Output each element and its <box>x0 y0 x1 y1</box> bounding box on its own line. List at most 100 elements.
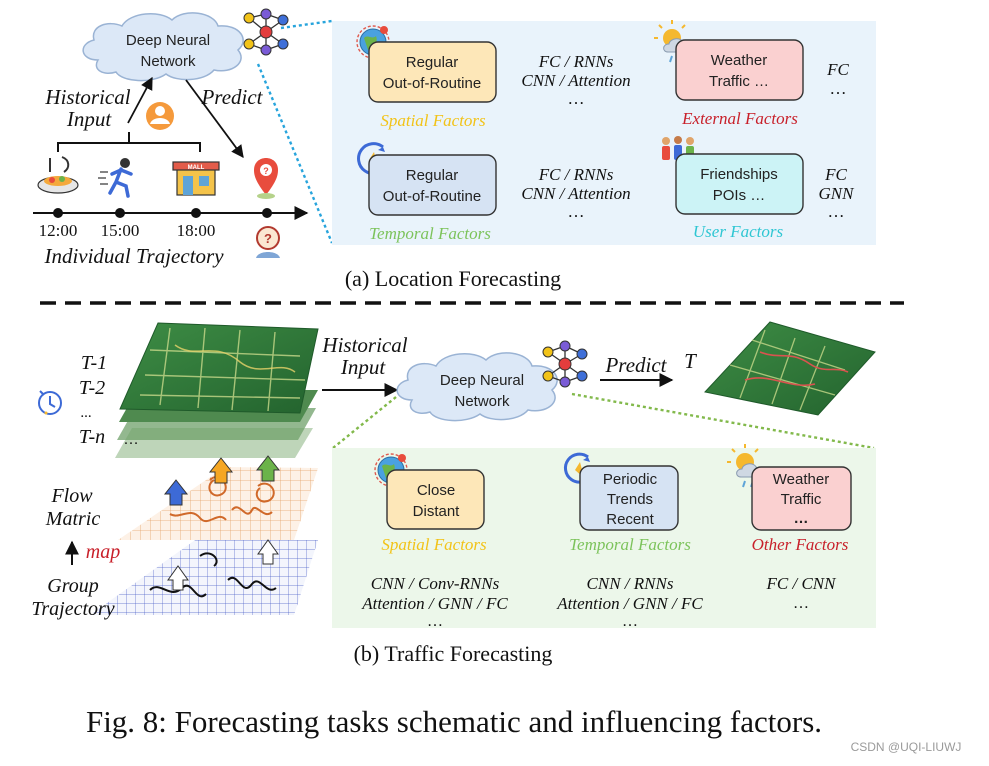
flow-label-line2: Matric <box>45 508 101 530</box>
timeline-point-1 <box>53 208 63 218</box>
traffic-other-label: Other Factors <box>752 535 849 554</box>
traffic-spatial-label: Spatial Factors <box>381 535 487 554</box>
meal-icon <box>37 156 79 194</box>
trajectory-up-arrow-1 <box>167 565 189 591</box>
traffic-spatial-methods-line1: CNN / Conv-RNNs <box>371 574 500 593</box>
time-label-1: 12:00 <box>39 221 78 240</box>
spatial-box-line2: Out-of-Routine <box>383 75 481 92</box>
timeline-point-2 <box>115 208 125 218</box>
traffic-temporal-methods-line1: CNN / RNNs <box>587 574 674 593</box>
mall-sign: MALL <box>188 165 205 171</box>
unknown-person-icon: ? <box>256 226 280 258</box>
spatial-methods-line3: … <box>568 89 585 108</box>
step-label-n: T-n <box>79 426 105 448</box>
traffic-weather-icon <box>727 444 765 488</box>
traffic-other-methods-line1: FC / CNN <box>766 574 838 593</box>
historical-input-label-line1: Historical <box>44 85 130 109</box>
trajectory-label: Individual Trajectory <box>43 244 224 268</box>
step-label-1: T-1 <box>81 352 107 374</box>
traffic-spatial-methods-line2: Attention / GNN / FC <box>361 594 508 613</box>
traffic-other-box-line2: Traffic <box>781 491 822 508</box>
historical-input-arrow <box>127 76 153 124</box>
external-box-line1: Weather <box>711 52 767 69</box>
group-label-line2: Trajectory <box>31 598 114 620</box>
svg-text:?: ? <box>264 231 272 246</box>
temporal-box-line2: Out-of-Routine <box>383 188 481 205</box>
temporal-methods-line3: … <box>568 202 585 221</box>
timeline-point-future <box>262 208 272 218</box>
external-factors-label: External Factors <box>681 109 798 128</box>
neural-network-cloud <box>82 12 244 82</box>
predicted-traffic-map <box>704 321 876 416</box>
network-connector-bottom <box>256 63 334 244</box>
historical-input-label-line2: Input <box>66 107 112 131</box>
group-label-line1: Group <box>47 575 98 597</box>
history-bracket <box>57 142 201 152</box>
user-methods-line3: … <box>828 202 845 221</box>
traffic-temporal-methods-line2: Attention / GNN / FC <box>556 594 703 613</box>
traffic-spatial-methods-line3: … <box>427 613 443 630</box>
mall-icon: MALL <box>172 161 220 196</box>
traffic-target-label: T <box>684 349 697 373</box>
temporal-factors-box <box>368 154 497 216</box>
traffic-historical-label-line2: Input <box>340 355 386 379</box>
traffic-temporal-label: Temporal Factors <box>569 535 691 554</box>
neural-network-icon <box>243 8 289 56</box>
location-pin-icon: ? <box>254 158 278 199</box>
traffic-temporal-box-line3: Recent <box>606 511 654 528</box>
spatial-factors-label: Spatial Factors <box>380 111 486 130</box>
temporal-box-line1: Regular <box>406 167 459 184</box>
predict-arrow <box>185 79 244 159</box>
network-label-line2: Network <box>140 53 196 70</box>
user-box-line1: Friendships <box>700 166 778 183</box>
flow-matrix-grid <box>118 467 318 540</box>
traffic-spatial-box-line1: Close <box>417 482 455 499</box>
flow-up-arrow-orange <box>208 457 234 484</box>
temporal-methods-line1: FC / RNNs <box>538 165 614 184</box>
timer-icon <box>38 390 62 415</box>
user-box-line2: POIs … <box>713 187 766 204</box>
traffic-other-methods-line2: … <box>793 595 809 612</box>
traffic-spatial-box-line2: Distant <box>413 503 461 520</box>
traffic-temporal-box-line1: Periodic <box>603 471 658 488</box>
traffic-temporal-box <box>579 465 679 531</box>
temporal-methods-line2: CNN / Attention <box>521 184 630 203</box>
traffic-historical-label-line1: Historical <box>321 333 407 357</box>
external-methods-line1: FC <box>826 60 849 79</box>
traffic-predict-label: Predict <box>604 353 667 377</box>
user-factors-label: User Factors <box>693 222 784 241</box>
step-label-ellipsis: ... <box>80 405 91 421</box>
traffic-temporal-methods-line3: … <box>622 613 638 630</box>
spatial-methods-line1: FC / RNNs <box>538 52 614 71</box>
user-methods-line1: FC <box>824 165 847 184</box>
spatial-box-line1: Regular <box>406 54 459 71</box>
flow-up-arrow-blue <box>163 479 189 506</box>
trajectory-up-arrow-2 <box>257 539 279 565</box>
runner-icon <box>98 158 133 198</box>
external-factors-box <box>675 39 804 101</box>
external-box-line2: Traffic … <box>709 73 769 90</box>
time-label-3: 18:00 <box>177 221 216 240</box>
timeline-point-3 <box>191 208 201 218</box>
flow-up-arrow-green <box>255 455 281 482</box>
step-label-2: T-2 <box>79 377 105 399</box>
traffic-other-box-line1: Weather <box>773 471 829 488</box>
user-factors-box <box>675 153 804 215</box>
traffic-temporal-box-line2: Trends <box>607 491 653 508</box>
traffic-network-cloud <box>396 352 558 422</box>
network-label-line1: Deep Neural <box>126 32 210 49</box>
spatial-methods-line2: CNN / Attention <box>521 71 630 90</box>
historical-map-stack <box>115 322 319 458</box>
temporal-factors-label: Temporal Factors <box>369 224 491 243</box>
traffic-network-line2: Network <box>454 393 510 410</box>
time-label-2: 15:00 <box>101 221 140 240</box>
traffic-neural-network-icon <box>542 340 588 388</box>
traffic-network-line1: Deep Neural <box>440 372 524 389</box>
map-label: map <box>86 541 120 563</box>
user-avatar-icon <box>146 102 174 130</box>
traffic-other-box-line3: … <box>794 510 809 527</box>
network-connector-top <box>280 19 333 30</box>
traffic-spatial-box <box>386 469 485 530</box>
